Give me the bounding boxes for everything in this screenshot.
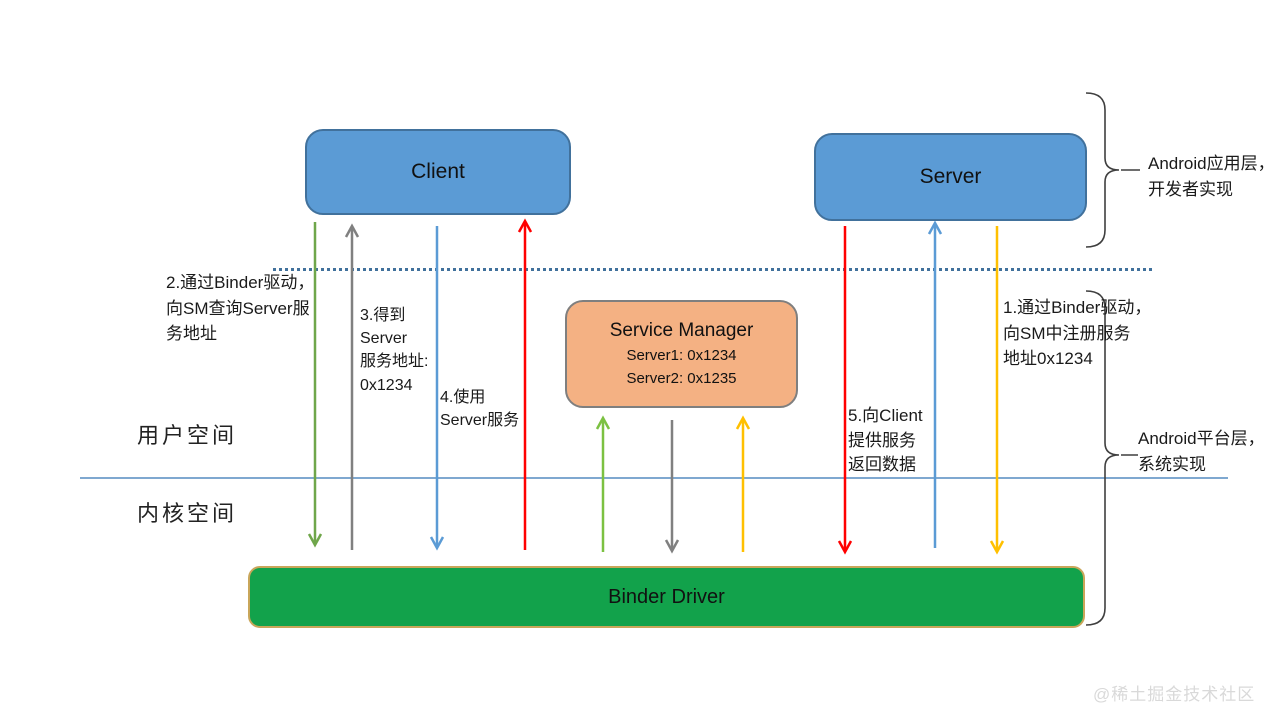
arrow-driver-to-server-blue <box>927 220 943 548</box>
platform-layer-annotation: Android平台层， 系统实现 <box>1138 429 1265 474</box>
service-manager-node: Service Manager Server1: 0x1234 Server2:… <box>565 300 798 408</box>
watermark: @稀土掘金技术社区 <box>1093 685 1256 704</box>
client-node: Client <box>305 129 571 215</box>
app-layer-brace <box>1085 92 1140 248</box>
annotation-step-1: 1.通过Binder驱动， 向SM中注册服务 地址0x1234 <box>1003 298 1152 368</box>
annotation-step-5: 5.向Client 提供服务 返回数据 <box>848 406 923 475</box>
server-label: Server <box>919 165 982 188</box>
binder-driver-label: Binder Driver <box>608 585 725 608</box>
user-space-label: 用户空间 <box>137 423 238 448</box>
user-kernel-boundary-line <box>80 477 1228 479</box>
annotation-step-4: 4.使用 Server服务 <box>440 389 520 430</box>
service-manager-title: Service Manager <box>609 320 754 341</box>
server-node: Server <box>814 133 1087 221</box>
annotation-step-3: 3.得到 Server 服务地址: 0x1234 <box>360 307 429 394</box>
binder-driver-node: Binder Driver <box>248 566 1085 628</box>
app-layer-annotation: Android应用层， 开发者实现 <box>1148 154 1275 199</box>
service-manager-entry-1: Server1: 0x1234 <box>626 347 737 364</box>
client-label: Client <box>411 160 465 183</box>
arrow-driver-to-sm-green <box>595 415 611 552</box>
app-platform-dotted-boundary <box>273 268 1153 271</box>
annotation-step-2: 2.通过Binder驱动， 向SM查询Server服 务地址 <box>166 273 315 343</box>
kernel-space-label: 内核空间 <box>137 501 238 526</box>
arrow-register-server-to-driver-yellow <box>989 226 1005 555</box>
service-manager-entry-2: Server2: 0x1235 <box>626 369 737 387</box>
arrow-server-to-driver-red <box>837 226 853 555</box>
arrow-sm-to-driver-gray <box>664 420 680 554</box>
arrow-reply-driver-to-client-gray <box>344 223 360 550</box>
arrow-driver-to-sm-yellow <box>735 415 751 552</box>
